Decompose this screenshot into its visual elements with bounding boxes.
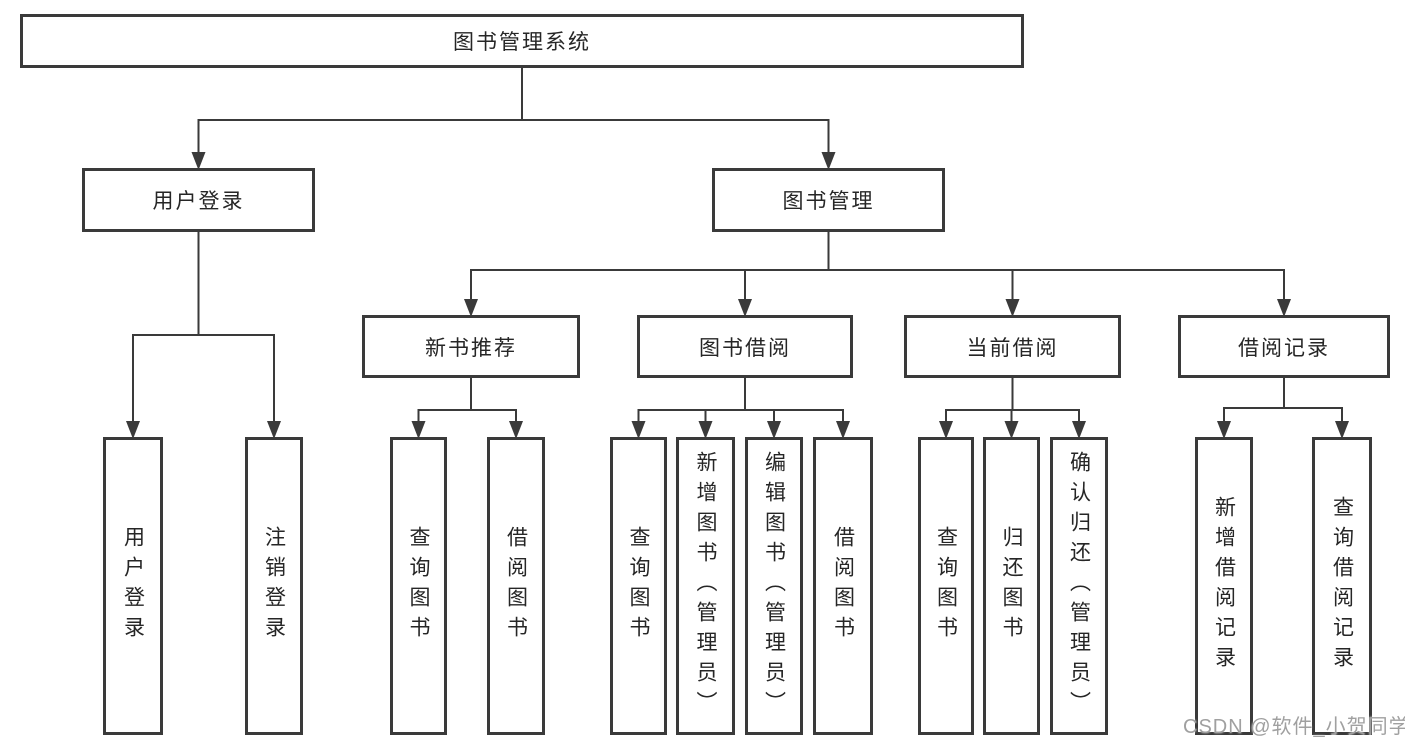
arrowhead-icon — [411, 421, 426, 439]
arrowhead-icon — [738, 299, 752, 317]
node-label-leaf-br-add: 新增借阅记录 — [1212, 496, 1236, 676]
node-leaf-bb-borrow: 借阅图书 — [813, 437, 873, 735]
arrowhead-icon — [939, 421, 953, 439]
node-label-user-login: 用户登录 — [152, 190, 245, 213]
arrowhead-icon — [1072, 421, 1086, 439]
node-current-borrow: 当前借阅 — [904, 315, 1121, 378]
node-leaf-bb-query: 查询图书 — [610, 437, 667, 735]
node-label-leaf-cb-query: 查询图书 — [934, 526, 958, 646]
node-leaf-nbr-query: 查询图书 — [390, 437, 447, 735]
arrowhead-icon — [1004, 421, 1019, 439]
node-label-leaf-logout: 注销登录 — [262, 526, 286, 646]
node-label-borrow-records: 借阅记录 — [1238, 336, 1330, 360]
node-label-book-borrow: 图书借阅 — [699, 336, 791, 360]
arrowhead-icon — [464, 299, 478, 317]
node-label-leaf-br-query: 查询借阅记录 — [1330, 496, 1354, 676]
node-label-root: 图书管理系统 — [453, 31, 591, 54]
arrowhead-icon — [698, 421, 713, 439]
node-leaf-logout: 注销登录 — [245, 437, 303, 735]
node-label-new-book-rec: 新书推荐 — [425, 336, 517, 360]
arrowhead-icon — [509, 421, 523, 439]
arrowhead-icon — [267, 421, 281, 439]
node-label-leaf-user-login: 用户登录 — [121, 526, 145, 646]
node-label-leaf-bb-add: 新增图书（管理员） — [694, 451, 717, 721]
node-root: 图书管理系统 — [20, 14, 1024, 68]
node-leaf-user-login: 用户登录 — [103, 437, 163, 735]
node-leaf-bb-edit: 编辑图书（管理员） — [745, 437, 803, 735]
node-book-borrow: 图书借阅 — [637, 315, 853, 378]
node-label-leaf-cb-confirm: 确认归还（管理员） — [1067, 451, 1091, 721]
node-leaf-bb-add: 新增图书（管理员） — [676, 437, 735, 735]
arrowhead-icon — [821, 152, 836, 170]
node-leaf-cb-confirm: 确认归还（管理员） — [1050, 437, 1108, 735]
node-label-leaf-nbr-query: 查询图书 — [407, 526, 430, 646]
arrowhead-icon — [767, 421, 781, 439]
arrowhead-icon — [191, 152, 206, 170]
node-new-book-rec: 新书推荐 — [362, 315, 580, 378]
arrowhead-icon — [1335, 421, 1349, 439]
node-label-current-borrow: 当前借阅 — [966, 336, 1059, 360]
arrowhead-icon — [1005, 299, 1020, 317]
arrowhead-icon — [1277, 299, 1291, 317]
node-user-login: 用户登录 — [82, 168, 315, 232]
arrowhead-icon — [836, 421, 850, 439]
arrowhead-icon — [126, 421, 140, 439]
node-label-leaf-cb-return: 归还图书 — [1000, 526, 1023, 646]
node-book-mgmt: 图书管理 — [712, 168, 945, 232]
node-leaf-br-add: 新增借阅记录 — [1195, 437, 1253, 735]
node-label-leaf-bb-borrow: 借阅图书 — [831, 526, 855, 646]
watermark: CSDN @软件_小贺同学 — [1183, 716, 1405, 738]
node-borrow-records: 借阅记录 — [1178, 315, 1390, 378]
node-leaf-cb-return: 归还图书 — [983, 437, 1040, 735]
arrowhead-icon — [1217, 421, 1231, 439]
node-label-book-mgmt: 图书管理 — [782, 190, 875, 213]
node-leaf-br-query: 查询借阅记录 — [1312, 437, 1372, 735]
node-leaf-cb-query: 查询图书 — [918, 437, 974, 735]
arrowhead-icon — [631, 421, 646, 439]
node-label-leaf-bb-query: 查询图书 — [627, 526, 650, 646]
node-label-leaf-nbr-borrow: 借阅图书 — [504, 526, 528, 646]
node-leaf-nbr-borrow: 借阅图书 — [487, 437, 545, 735]
node-label-leaf-bb-edit: 编辑图书（管理员） — [762, 451, 786, 721]
